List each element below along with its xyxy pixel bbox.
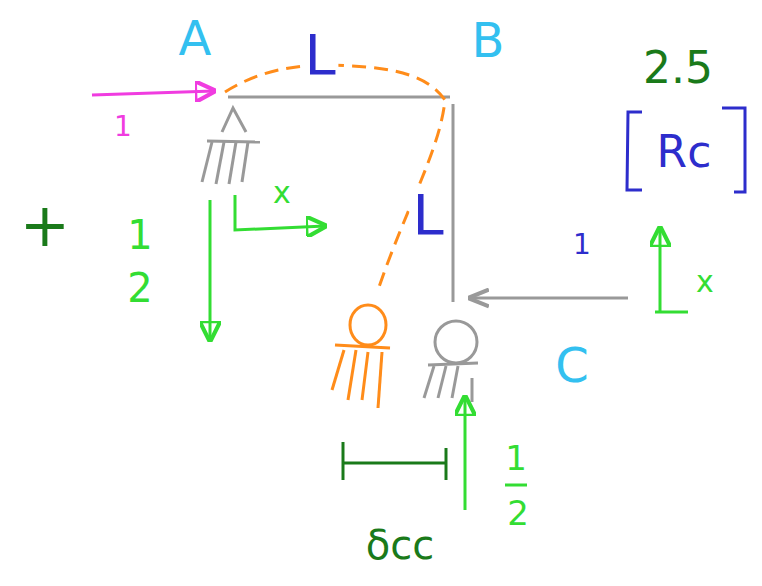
dimension-bar <box>343 442 446 480</box>
sketch-label: x <box>270 177 294 209</box>
sketch-label: B <box>469 15 508 65</box>
sketch-label: L <box>301 26 338 84</box>
sketch-label: x <box>693 266 717 298</box>
sketch-label: 2.5 <box>640 45 716 91</box>
brackets <box>627 108 745 192</box>
green-arrows <box>210 195 688 510</box>
roller-support <box>424 321 478 402</box>
sketch-label: + <box>17 194 73 256</box>
sketch-label: 2 <box>504 495 532 531</box>
sketch-label: 1 <box>570 230 594 260</box>
sketch-label: 1 <box>502 440 530 476</box>
sketch-label: 1 <box>111 112 135 142</box>
sketch-label: C <box>552 340 592 390</box>
fixed-support <box>202 108 260 184</box>
sketch-label: δcc <box>363 524 437 566</box>
sketch-label: 2 <box>124 267 155 309</box>
load-arrow <box>92 91 214 95</box>
unit-load <box>470 297 628 300</box>
sketch-label: 1 <box>124 214 155 256</box>
sketch-label: A <box>176 13 215 63</box>
sketch-label: L <box>409 186 446 244</box>
sketch-label: Rc <box>654 129 715 175</box>
frame <box>228 97 453 302</box>
